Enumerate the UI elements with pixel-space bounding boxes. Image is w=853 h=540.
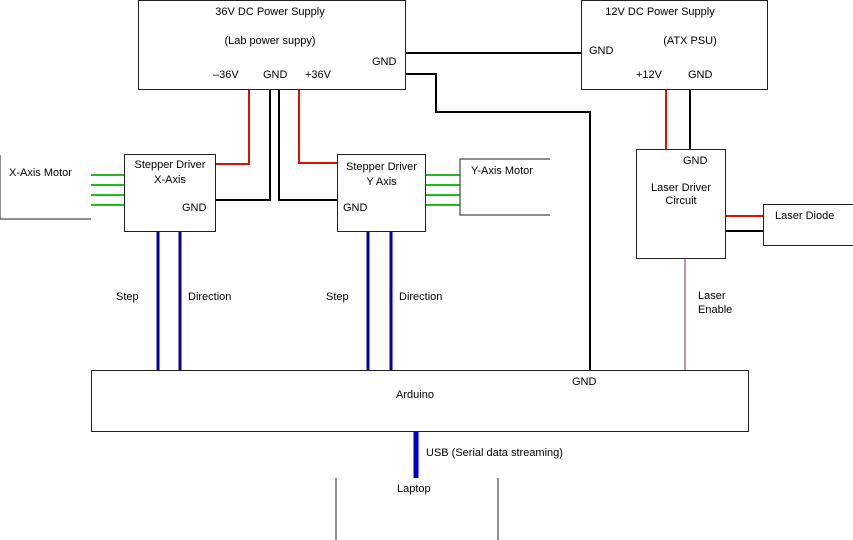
laser-driver-title: Laser Driver bbox=[651, 182, 711, 194]
psu-12v-gnd-left-label: GND bbox=[589, 45, 614, 57]
psu-12v-gnd-bottom-label: GND bbox=[688, 69, 713, 81]
psu-12v-title: 12V DC Power Supply bbox=[605, 6, 715, 18]
arduino-gnd-wire bbox=[405, 73, 591, 370]
stepper-driver-y-gnd: GND bbox=[343, 202, 368, 214]
y-driver-gnd-wire bbox=[278, 90, 337, 201]
neg-36v-wire bbox=[216, 90, 250, 165]
x-direction-label: Direction bbox=[188, 291, 232, 303]
psu-12v-subtitle: (ATX PSU) bbox=[663, 35, 717, 47]
pos-36v-wire bbox=[298, 90, 337, 164]
x-motor-outline bbox=[0, 155, 91, 220]
psu-12v-pos-label: +12V bbox=[636, 69, 662, 81]
stepper-driver-x-axis: X-Axis bbox=[154, 174, 186, 186]
laser-enable-label-1: Laser bbox=[698, 290, 726, 302]
psu-36v-box bbox=[138, 0, 406, 90]
laser-diode-box bbox=[763, 204, 853, 246]
laser-driver-gnd: GND bbox=[683, 155, 708, 167]
psu-36v-subtitle: (Lab power suppy) bbox=[224, 35, 316, 47]
laptop-label: Laptop bbox=[397, 483, 431, 495]
stepper-driver-x-gnd: GND bbox=[182, 202, 207, 214]
stepper-driver-y-title: Stepper Driver bbox=[346, 161, 417, 173]
laser-diode-label: Laser Diode bbox=[775, 210, 835, 222]
stepper-driver-y-box bbox=[337, 154, 426, 232]
stepper-driver-y-axis: Y Axis bbox=[366, 176, 397, 188]
psu-36v-gnd-bottom-label: GND bbox=[263, 69, 288, 81]
y-direction-label: Direction bbox=[399, 291, 443, 303]
usb-label: USB (Serial data streaming) bbox=[426, 447, 563, 459]
y-motor-label: Y-Axis Motor bbox=[471, 165, 533, 177]
psu-36v-pos-label: +36V bbox=[305, 69, 331, 81]
laser-driver-box bbox=[636, 149, 726, 259]
arduino-gnd-label: GND bbox=[572, 376, 597, 388]
arduino-title: Arduino bbox=[396, 389, 434, 401]
psu-36v-title: 36V DC Power Supply bbox=[215, 6, 325, 18]
arduino-box bbox=[91, 370, 749, 432]
stepper-driver-x-box bbox=[124, 154, 216, 232]
x-motor-label: X-Axis Motor bbox=[9, 167, 72, 179]
psu-12v-box bbox=[581, 0, 768, 90]
psu-36v-gnd-right-label: GND bbox=[372, 56, 397, 68]
x-step-label: Step bbox=[116, 291, 139, 303]
laser-enable-label-2: Enable bbox=[698, 304, 733, 316]
y-motor-outline bbox=[459, 158, 550, 216]
psu-36v-neg-label: –36V bbox=[213, 69, 239, 81]
y-step-label: Step bbox=[326, 291, 349, 303]
stepper-driver-x-title: Stepper Driver bbox=[134, 159, 206, 171]
laser-driver-subtitle: Circuit bbox=[665, 195, 697, 207]
x-driver-gnd-wire bbox=[216, 90, 271, 201]
